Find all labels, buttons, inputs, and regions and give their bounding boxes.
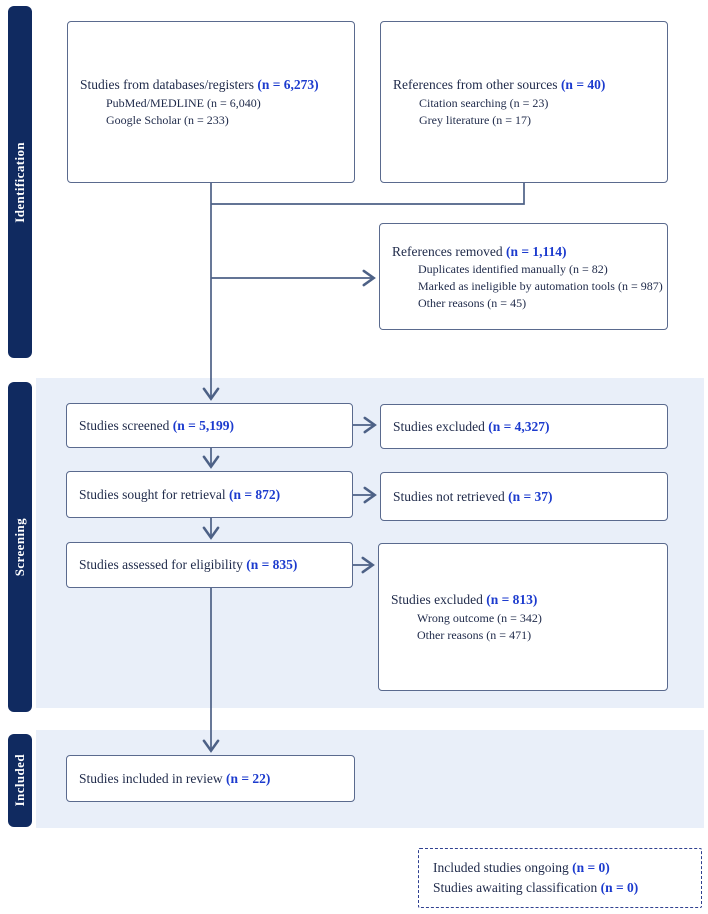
box-title-text: Studies not retrieved — [393, 488, 505, 504]
box-title: References removed (n = 1,114) — [392, 242, 657, 262]
box-title-text: Studies excluded — [393, 418, 485, 434]
box-count: (n = 6,273) — [257, 77, 319, 93]
box-title-text: Studies included in review — [79, 770, 223, 786]
sidebar-bar-screening: Screening — [8, 382, 32, 712]
box-count: (n = 813) — [486, 592, 538, 608]
box-title: Studies awaiting classification (n = 0) — [433, 878, 701, 898]
box-studies-excluded-eligibility: Studies excluded (n = 813) Wrong outcome… — [378, 543, 668, 691]
box-title-text: Included studies ongoing — [433, 859, 569, 875]
box-title: Studies from databases/registers (n = 6,… — [80, 75, 344, 95]
box-title: Studies screened (n = 5,199) — [79, 416, 342, 436]
box-subitem: Other reasons (n = 471) — [417, 627, 532, 642]
box-title: Studies not retrieved (n = 37) — [393, 487, 657, 507]
box-title: Studies included in review (n = 22) — [79, 769, 344, 789]
box-count: (n = 1,114) — [505, 243, 567, 259]
box-count: (n = 0) — [572, 859, 610, 875]
box-studies-assessed-eligibility: Studies assessed for eligibility (n = 83… — [66, 542, 353, 588]
box-count: (n = 5,199) — [172, 417, 235, 433]
box-title-text: Studies from databases/registers — [80, 77, 254, 93]
box-title: Studies excluded (n = 813) — [391, 590, 657, 610]
box-title-text: Studies excluded — [391, 592, 483, 608]
box-subitem: Grey literature (n = 17) — [419, 112, 532, 127]
sidebar-bar-included: Included — [8, 734, 32, 827]
sidebar-bar-identification: Identification — [8, 6, 32, 358]
box-subitem: PubMed/MEDLINE (n = 6,040) — [106, 95, 261, 110]
box-ongoing-awaiting-classification: Included studies ongoing (n = 0) Studies… — [418, 848, 702, 908]
box-count: (n = 835) — [246, 557, 298, 573]
connector-merge-top — [211, 183, 525, 205]
box-count: (n = 40) — [560, 77, 606, 93]
box-count: (n = 22) — [225, 770, 271, 786]
box-title: Studies sought for retrieval (n = 872) — [79, 485, 342, 505]
box-title: References from other sources (n = 40) — [393, 75, 657, 95]
box-title: Studies excluded (n = 4,327) — [393, 417, 657, 437]
box-subitem: Citation searching (n = 23) — [419, 95, 549, 110]
box-studies-included-review: Studies included in review (n = 22) — [66, 755, 355, 802]
box-references-other-sources: References from other sources (n = 40) C… — [380, 21, 668, 183]
box-title: Studies assessed for eligibility (n = 83… — [79, 555, 342, 575]
box-count: (n = 4,327) — [488, 418, 550, 434]
box-title-text: References removed — [392, 243, 503, 259]
box-title: Included studies ongoing (n = 0) — [433, 858, 701, 878]
box-count: (n = 0) — [600, 880, 639, 895]
box-references-removed: References removed (n = 1,114) Duplicate… — [379, 223, 668, 330]
box-title-text: Studies screened — [79, 417, 170, 433]
box-studies-not-retrieved: Studies not retrieved (n = 37) — [380, 472, 668, 521]
box-subitem: Other reasons (n = 45) — [418, 295, 527, 310]
box-subitem: Wrong outcome (n = 342) — [417, 610, 542, 625]
box-title-text: Studies awaiting classification — [433, 880, 598, 895]
box-subitem: Google Scholar (n = 233) — [106, 112, 229, 127]
box-studies-sought-retrieval: Studies sought for retrieval (n = 872) — [66, 471, 353, 518]
box-title-text: References from other sources — [393, 77, 558, 93]
box-studies-screened: Studies screened (n = 5,199) — [66, 403, 353, 448]
box-studies-excluded-screening: Studies excluded (n = 4,327) — [380, 404, 668, 449]
box-subitem: Marked as ineligible by automation tools… — [418, 278, 663, 293]
box-studies-from-databases: Studies from databases/registers (n = 6,… — [67, 21, 355, 183]
box-count: (n = 872) — [228, 486, 281, 502]
box-title-text: Studies assessed for eligibility — [79, 557, 243, 573]
box-subitem: Duplicates identified manually (n = 82) — [418, 262, 608, 277]
box-count: (n = 37) — [508, 488, 553, 504]
box-title-text: Studies sought for retrieval — [79, 486, 226, 502]
